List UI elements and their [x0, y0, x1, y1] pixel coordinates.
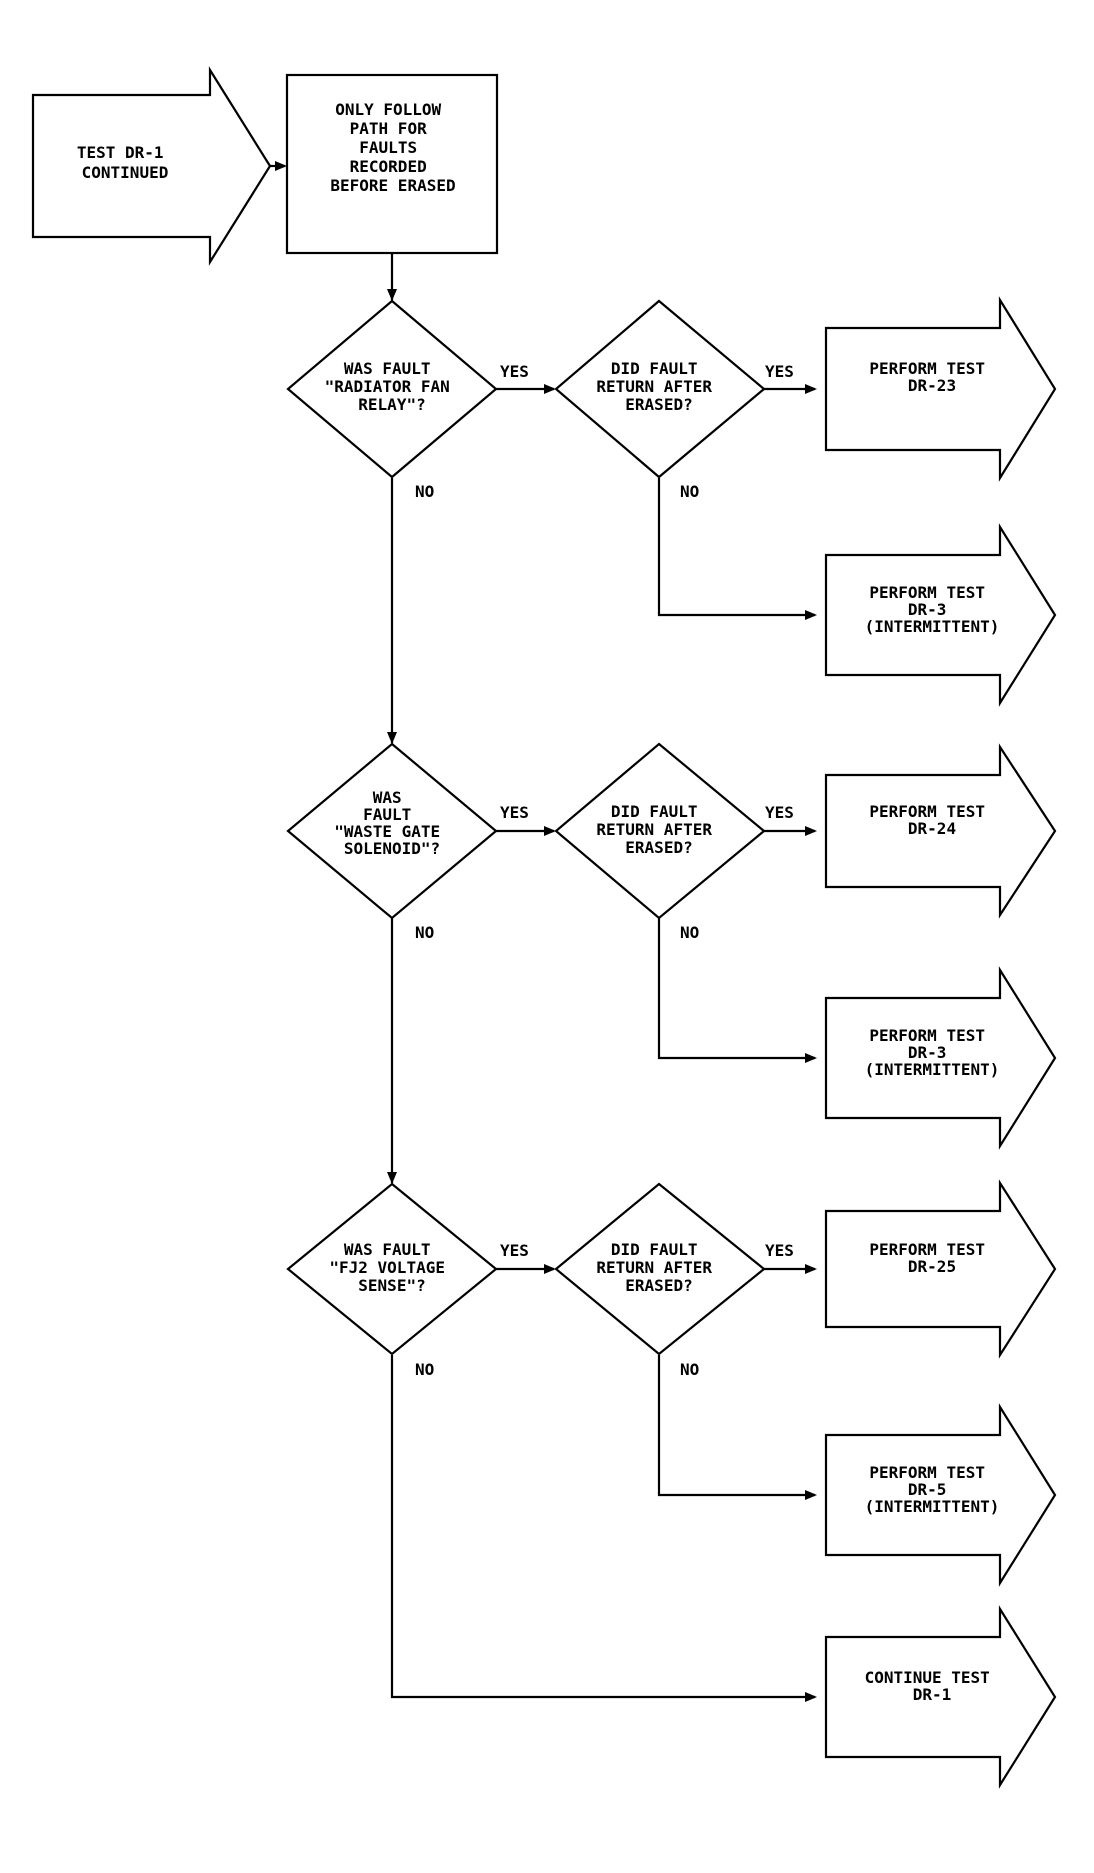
decision-radiator-fan-relay-text: WAS FAULT "RADIATOR FAN RELAY"?: [325, 359, 460, 414]
arrowheads: [275, 161, 817, 1702]
action-dr-23-text: PERFORM TEST DR-23: [869, 359, 994, 395]
action-dr-3-intermittent-2-text: PERFORM TEST DR-3 (INTERMITTENT): [865, 1026, 1000, 1079]
start-terminal: TEST DR-1 CONTINUED: [31, 66, 272, 266]
action-dr-24: PERFORM TEST DR-24: [824, 743, 1057, 919]
note-box: ONLY FOLLOW PATH FOR FAULTS RECORDED BEF…: [285, 73, 499, 255]
decision-fault-return-3: DID FAULT RETURN AFTER ERASED?: [554, 1182, 766, 1356]
no-label-q1: NO: [415, 482, 434, 501]
yes-label-r1: YES: [765, 362, 794, 381]
no-label-q3: NO: [415, 1360, 434, 1379]
arrowhead-into-r3: [544, 1264, 556, 1274]
decision-fj2-voltage-sense: WAS FAULT "FJ2 VOLTAGE SENSE"?: [286, 1182, 498, 1356]
action-dr-3-intermittent-2: PERFORM TEST DR-3 (INTERMITTENT): [824, 966, 1057, 1150]
arrowhead-into-a5: [805, 1264, 817, 1274]
action-dr-25: PERFORM TEST DR-25: [824, 1179, 1057, 1359]
yes-label-r2: YES: [765, 803, 794, 822]
arrowhead-into-a7: [805, 1692, 817, 1702]
decision-fault-return-2: DID FAULT RETURN AFTER ERASED?: [554, 742, 766, 920]
yes-label-q3: YES: [500, 1241, 529, 1260]
note-text: ONLY FOLLOW PATH FOR FAULTS RECORDED BEF…: [330, 100, 455, 195]
arrowhead-into-a3: [805, 826, 817, 836]
action-dr-5-intermittent: PERFORM TEST DR-5 (INTERMITTENT): [824, 1403, 1057, 1587]
arrowhead-into-a1: [805, 384, 817, 394]
connector-r3-to-a6: [657, 1355, 815, 1497]
arrowhead-into-q1: [387, 289, 397, 301]
action-continue-dr-1: CONTINUE TEST DR-1: [824, 1605, 1057, 1789]
decision-fault-return-3-text: DID FAULT RETURN AFTER ERASED?: [596, 1240, 721, 1295]
arrowhead-into-a6: [805, 1490, 817, 1500]
decision-fault-return-2-text: DID FAULT RETURN AFTER ERASED?: [596, 802, 721, 857]
no-label-r1: NO: [680, 482, 699, 501]
yes-label-q1: YES: [500, 362, 529, 381]
arrowhead-into-r1: [544, 384, 556, 394]
decision-fault-return-1: DID FAULT RETURN AFTER ERASED?: [554, 299, 766, 479]
action-dr-5-intermittent-text: PERFORM TEST DR-5 (INTERMITTENT): [865, 1463, 1000, 1516]
start-label: TEST DR-1 CONTINUED: [77, 143, 173, 182]
action-dr-23: PERFORM TEST DR-23: [824, 296, 1057, 482]
decision-radiator-fan-relay: WAS FAULT "RADIATOR FAN RELAY"?: [286, 299, 498, 479]
action-continue-dr-1-text: CONTINUE TEST DR-1: [865, 1668, 1000, 1704]
decision-waste-gate-solenoid: WAS FAULT "WASTE GATE SOLENOID"?: [286, 742, 498, 920]
arrowhead-into-note: [275, 161, 287, 171]
no-label-q2: NO: [415, 923, 434, 942]
action-dr-24-text: PERFORM TEST DR-24: [869, 802, 994, 838]
connector-q3-to-a7: [390, 1355, 815, 1699]
arrowhead-into-q3: [387, 1172, 397, 1184]
action-dr-3-intermittent-1-text: PERFORM TEST DR-3 (INTERMITTENT): [865, 583, 1000, 636]
arrowhead-into-a4: [805, 1053, 817, 1063]
connectors: [270, 164, 815, 1699]
action-dr-3-intermittent-1: PERFORM TEST DR-3 (INTERMITTENT): [824, 523, 1057, 707]
connector-r1-to-a2: [657, 478, 815, 617]
arrowhead-into-a2: [805, 610, 817, 620]
yes-label-q2: YES: [500, 803, 529, 822]
connector-r2-to-a4: [657, 918, 815, 1060]
decision-waste-gate-solenoid-text: WAS FAULT "WASTE GATE SOLENOID"?: [334, 788, 450, 858]
no-label-r3: NO: [680, 1360, 699, 1379]
no-label-r2: NO: [680, 923, 699, 942]
action-dr-25-text: PERFORM TEST DR-25: [869, 1240, 994, 1276]
arrowhead-into-q2: [387, 732, 397, 744]
branch-labels: YES YES NO NO YES YES NO NO YES YES NO N…: [415, 362, 794, 1379]
decision-fault-return-1-text: DID FAULT RETURN AFTER ERASED?: [596, 359, 721, 414]
yes-label-r3: YES: [765, 1241, 794, 1260]
arrowhead-into-r2: [544, 826, 556, 836]
decision-fj2-voltage-sense-text: WAS FAULT "FJ2 VOLTAGE SENSE"?: [329, 1240, 454, 1295]
